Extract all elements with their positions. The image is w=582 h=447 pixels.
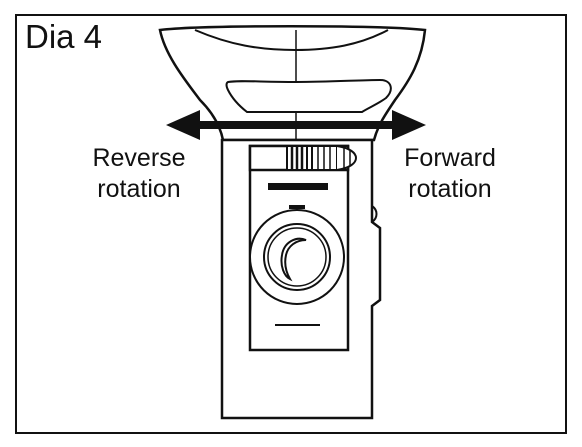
panel-slot — [289, 205, 305, 209]
device-knob-icon — [249, 209, 345, 305]
forward-label-line2: rotation — [408, 175, 492, 203]
forward-label-line1: Forward — [404, 144, 496, 172]
device-hood-contour — [225, 78, 392, 113]
device-hood-inner — [194, 29, 389, 52]
diagram-title: Dia 4 — [25, 18, 103, 55]
reverse-rotation-label: Reverse rotation — [60, 143, 218, 205]
reverse-label-line1: Reverse — [92, 144, 186, 172]
reverse-label-line2: rotation — [97, 175, 181, 203]
device-side-bump — [371, 205, 378, 223]
double-headed-arrow-icon — [166, 110, 426, 140]
rotation-dial-icon — [248, 144, 358, 172]
forward-rotation-label: Forward rotation — [380, 143, 520, 205]
indicator-bar — [268, 183, 328, 190]
